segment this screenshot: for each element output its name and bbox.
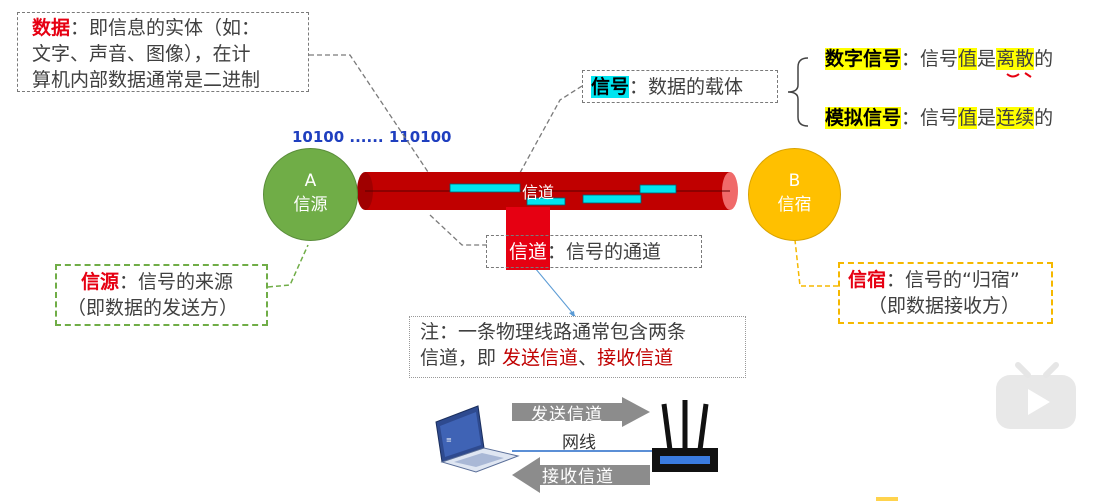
data-term: 数据 (32, 17, 71, 39)
data-connector (309, 54, 441, 191)
data-def-line3: 算机内部数据通常是二进制 (32, 69, 261, 91)
digital-signal-line: 数字信号：信号值是离散的 (825, 48, 1054, 70)
receive-arrow (512, 457, 650, 493)
brace-icon (787, 57, 809, 127)
analog-signal-line: 模拟信号：信号值是连续的 (825, 107, 1054, 129)
svg-text:≡: ≡ (446, 436, 452, 444)
data-def-line1: 数据：即信息的实体（如： (32, 17, 261, 39)
node-b-sink: B 信宿 (748, 148, 841, 241)
sink-connector (794, 239, 838, 287)
analog-value-word: 值 (958, 107, 978, 129)
wire-label: 网线 (562, 433, 596, 453)
data-definition-box: 数据：即信息的实体（如： 文字、声音、图像），在计 算机内部数据通常是二进制 (17, 12, 309, 92)
decorative-mark (876, 497, 898, 501)
digital-signal-term: 数字信号 (825, 48, 902, 70)
network-cable-line (512, 450, 652, 452)
channel-red-highlight (506, 207, 550, 270)
signal-block (582, 194, 642, 204)
sink-definition-box: 信宿：信号的“归宿” （即数据接收方） (838, 262, 1053, 324)
signal-block (639, 184, 677, 194)
binary-data-label: 10100 ...... 110100 (292, 128, 452, 146)
note-line2: 信道，即 发送信道、接收信道 (420, 347, 674, 369)
source-term: 信源 (81, 271, 120, 293)
channel-desc: ：信号的通道 (547, 241, 662, 263)
node-a-source: A 信源 (263, 148, 358, 241)
signal-desc: ：数据的载体 (629, 76, 744, 98)
sink-desc2: （即数据接收方） (868, 295, 1021, 317)
note-send: 发送信道 (502, 347, 579, 369)
channel-definition-box: 信道：信号的通道 (486, 235, 702, 268)
receive-channel-label: 接收信道 (542, 467, 614, 487)
source-definition-box: 信源：信号的来源 （即数据的发送方） (55, 264, 268, 326)
sink-term: 信宿 (848, 269, 887, 291)
signal-connector (504, 85, 583, 201)
red-underline-mark (1006, 72, 1032, 78)
note-box: 注：一条物理线路通常包含两条 信道，即 发送信道、接收信道 (409, 316, 746, 378)
signal-term: 信号 (591, 76, 630, 98)
channel-connector (429, 214, 487, 246)
signal-block (449, 183, 521, 193)
laptop-icon: ≡ (435, 405, 520, 473)
data-def-line2: 文字、声音、图像），在计 (32, 43, 251, 65)
node-b-label: 信宿 (777, 195, 812, 215)
node-a-letter: A (304, 171, 317, 191)
note-recv: 接收信道 (597, 347, 674, 369)
channel-pipe (357, 172, 738, 210)
digital-value-word: 值 (958, 48, 978, 70)
digital-quality: 离散 (996, 48, 1035, 70)
analog-quality: 连续 (996, 107, 1035, 129)
bilibili-watermark-icon (996, 362, 1076, 429)
analog-signal-term: 模拟信号 (825, 107, 902, 129)
send-channel-label: 发送信道 (531, 405, 603, 425)
signal-definition-box: 信号：数据的载体 (582, 70, 778, 103)
pipe-label: 信道 (522, 183, 555, 202)
channel-term: 信道 (509, 241, 548, 263)
source-desc2: （即数据的发送方） (67, 297, 239, 319)
node-b-letter: B (788, 171, 801, 191)
send-arrow (512, 397, 650, 427)
note-line1: 注：一条物理线路通常包含两条 (420, 321, 687, 343)
signal-block (526, 197, 566, 206)
note-arrow (534, 267, 576, 317)
router-icon (652, 400, 718, 472)
source-connector (267, 244, 309, 288)
node-a-label: 信源 (293, 195, 328, 215)
